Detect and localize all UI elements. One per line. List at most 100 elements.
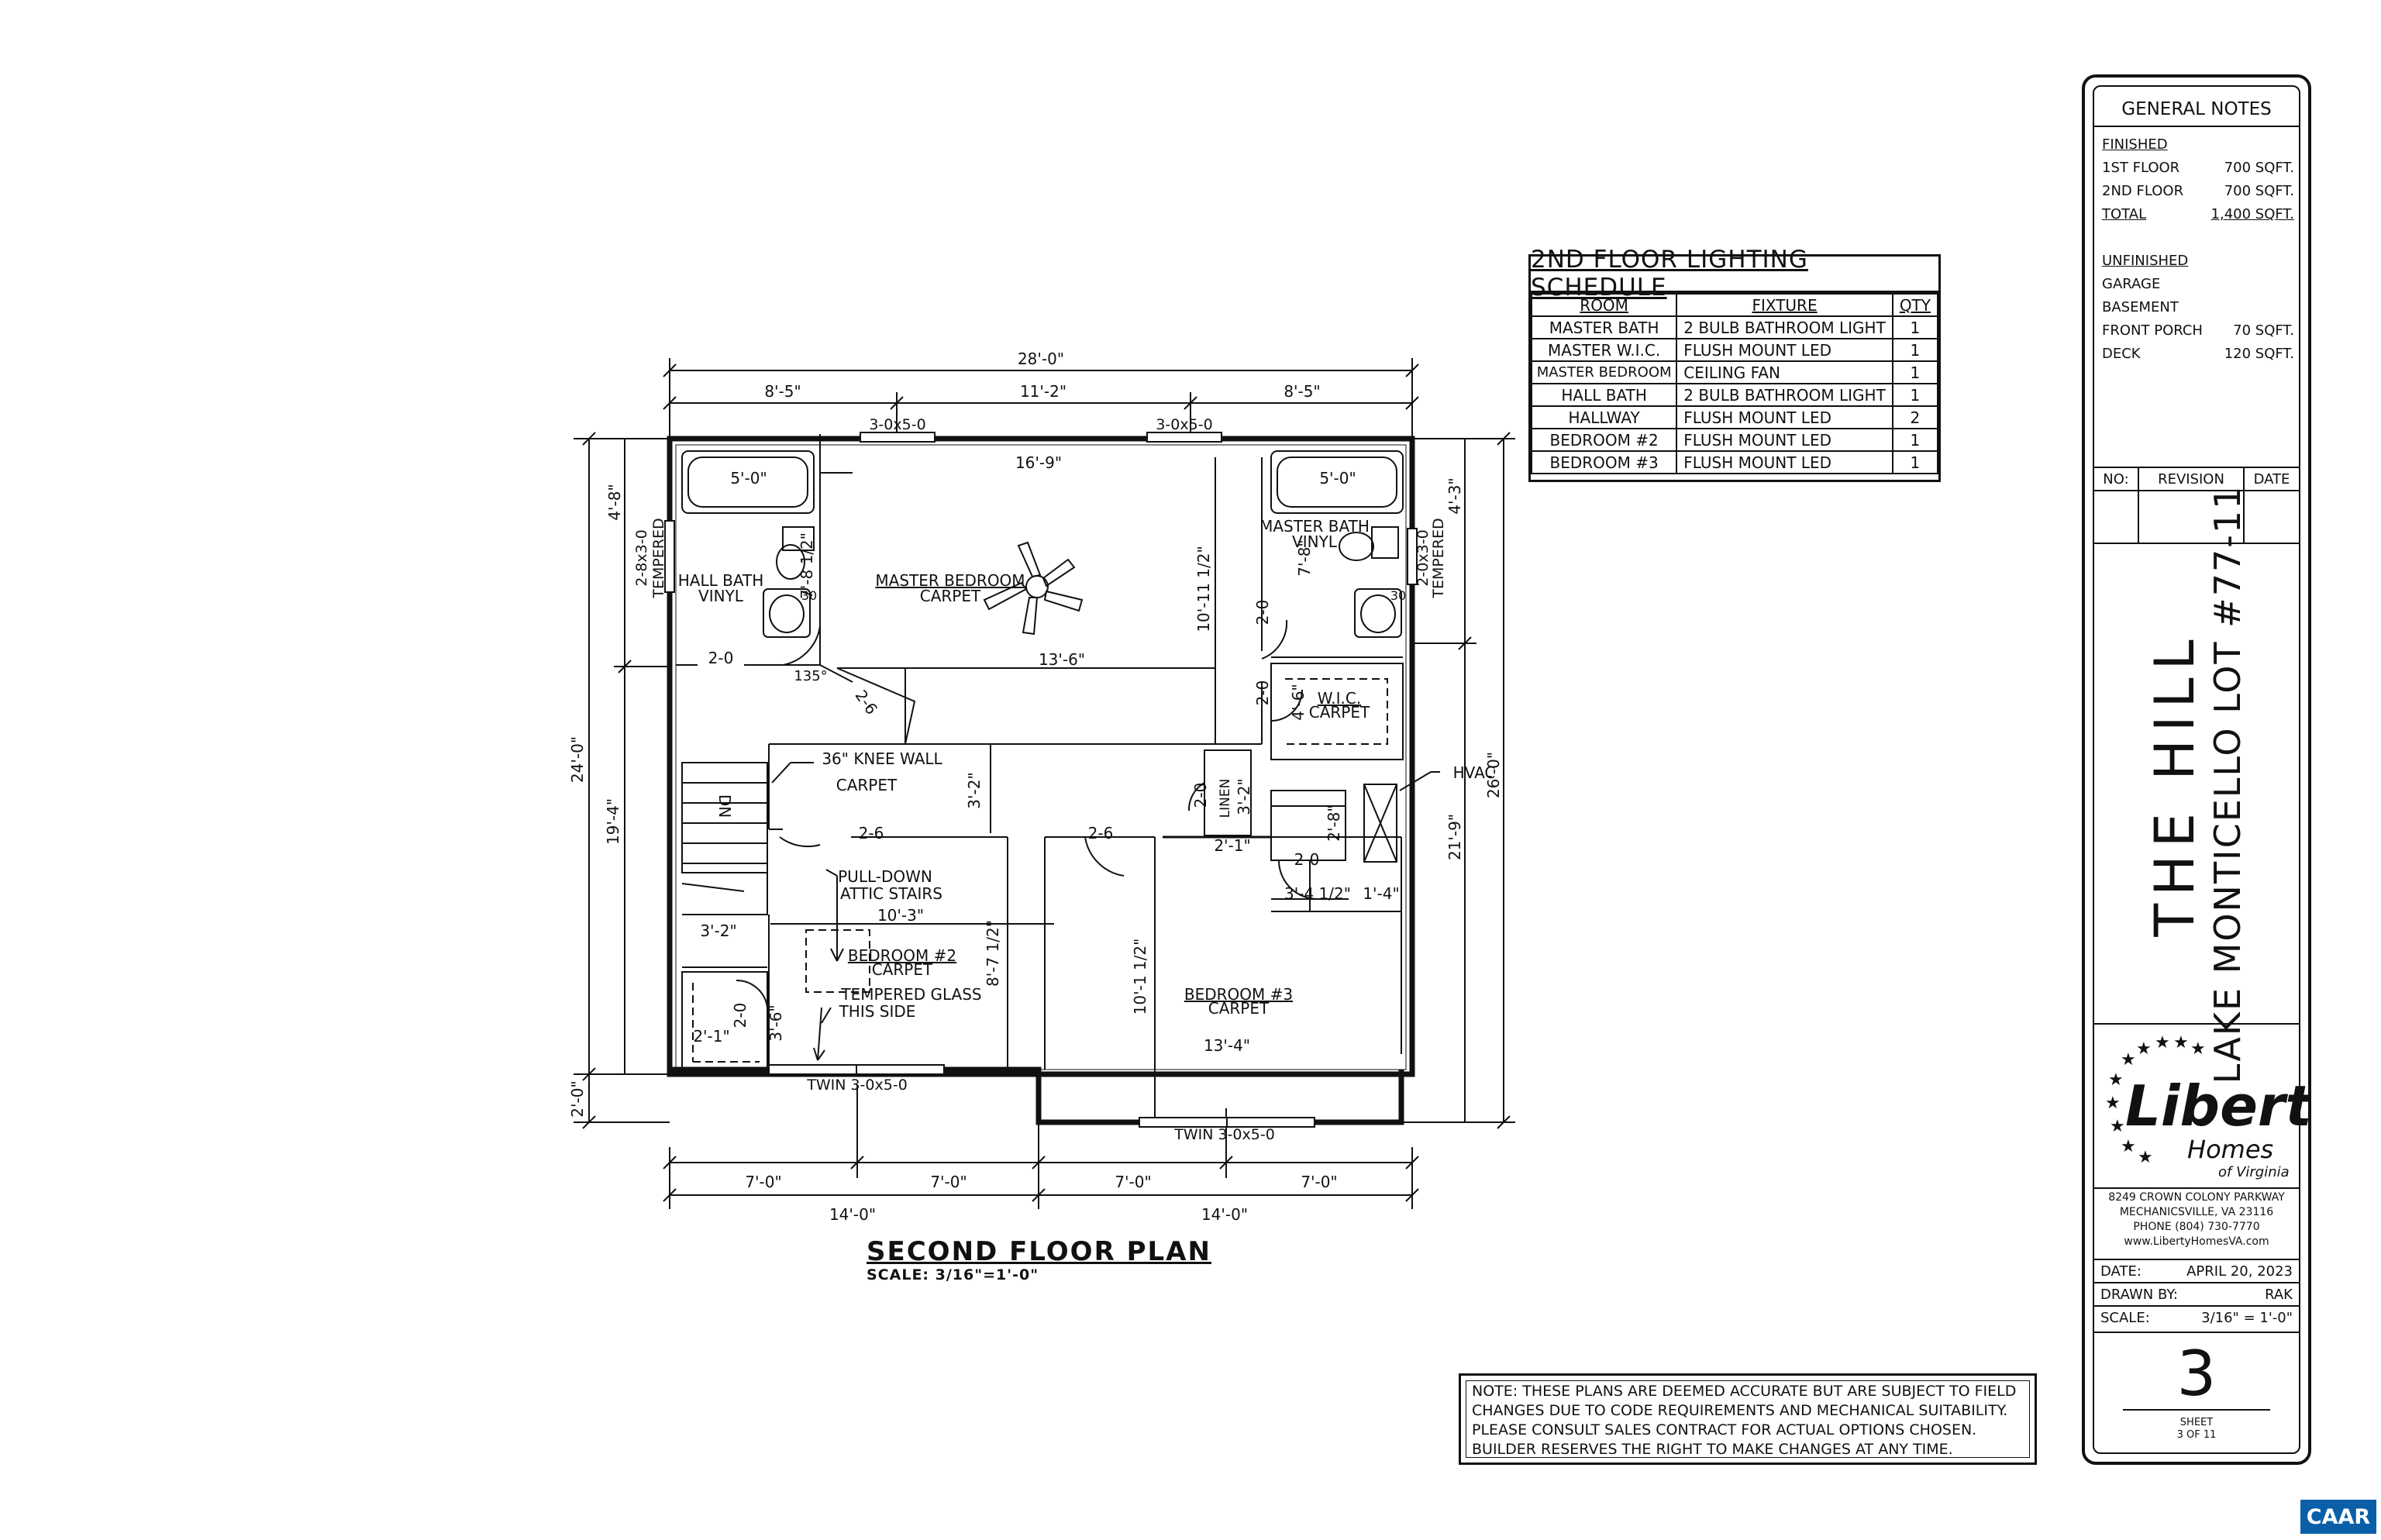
dim-left-mid: 19'-4"	[604, 798, 622, 845]
svg-text:★: ★	[2121, 1137, 2136, 1156]
dim-top-left: 8'-5"	[764, 382, 801, 401]
window-label: 2-0x3-0	[1414, 529, 1432, 586]
schedule-title: 2ND FLOOR LIGHTING SCHEDULE	[1531, 246, 1938, 301]
door-label: 2-0	[708, 649, 734, 667]
revision-label: REVISION	[2139, 468, 2245, 490]
stairs-down-label: DN	[715, 794, 734, 818]
attic-label: PULL-DOWN	[838, 867, 932, 886]
schedule-room: MASTER BATH	[1530, 315, 1678, 339]
schedule-header: QTY	[1891, 293, 1939, 317]
room-finish: CARPET	[1208, 999, 1270, 1018]
table-row: MASTER BEDROOM CEILING FAN 1	[1530, 360, 1939, 384]
svg-text:★: ★	[2136, 1039, 2152, 1059]
table-row: BEDROOM #3 FLUSH MOUNT LED 1	[1530, 450, 1939, 474]
svg-text:★: ★	[2121, 1050, 2136, 1070]
phone: PHONE (804) 730-7770	[2133, 1221, 2260, 1233]
door-label: 2-0	[1253, 600, 1272, 625]
meta-date: DATE:APRIL 20, 2023	[2094, 1259, 2299, 1282]
sheet-label: SHEET	[2179, 1417, 2214, 1428]
room-label-linen: LINEN	[1218, 779, 1233, 818]
dim-right-mid: 21'-9"	[1445, 814, 1464, 860]
door-label: 2-0	[731, 1003, 749, 1028]
project-lot: LAKE MONTICELLO LOT #77-11	[2207, 484, 2248, 1084]
dim-hvac-width: 3'-4 1/2"	[1284, 884, 1351, 903]
room-label-hall-bath: HALL BATH	[678, 571, 763, 590]
general-notes-title: GENERAL NOTES	[2121, 99, 2272, 119]
dim-closet-depth: 3'-6"	[767, 1004, 785, 1041]
door-label: 2-6	[852, 687, 881, 718]
room-label-master-bedroom: MASTER BEDROOM	[875, 571, 1025, 590]
dim-mb-depth: 7'-8"	[1295, 539, 1314, 576]
schedule-header: FIXTURE	[1676, 293, 1893, 317]
ceiling-fan-icon	[983, 541, 1084, 636]
door-label: 2-6	[859, 824, 884, 842]
dim-mb-tub: 5'-0"	[1319, 469, 1356, 487]
svg-text:★: ★	[2173, 1033, 2189, 1053]
dim-closet-width: 2'-1"	[693, 1027, 729, 1046]
door-label: 2-6	[1088, 824, 1114, 842]
schedule-header: ROOM	[1530, 293, 1678, 317]
schedule-qty: 1	[1891, 450, 1939, 474]
dim-mbr-width: 16'-9"	[1015, 453, 1062, 472]
dim-bot-1: 7'-0"	[745, 1173, 781, 1191]
logo-of-text: of Virginia	[2218, 1164, 2290, 1180]
website: www.LibertyHomesVA.com	[2124, 1235, 2269, 1248]
dim-br2-depth: 8'-7 1/2"	[984, 920, 1002, 987]
meta-drawn-by: DRAWN BY:RAK	[2094, 1282, 2299, 1305]
table-row: MASTER W.I.C. FLUSH MOUNT LED 1	[1530, 338, 1939, 362]
schedule-qty: 1	[1891, 428, 1939, 452]
revision-header: NO: REVISION DATE	[2094, 467, 2299, 491]
dim-bot-half-right: 14'-0"	[1201, 1205, 1248, 1224]
plan-scale: SCALE: 3/16"=1'-0"	[867, 1266, 1039, 1283]
schedule-title-text: 2ND FLOOR LIGHTING SCHEDULE	[1531, 246, 1808, 301]
table-row: BEDROOM #2 FLUSH MOUNT LED 1	[1530, 428, 1939, 452]
window-label: 3-0x5-0	[869, 416, 925, 433]
schedule-fixture: 2 BULB BATHROOM LIGHT	[1676, 383, 1893, 407]
exterior-wall-lower	[670, 1066, 1404, 1125]
door-label: 30	[801, 588, 817, 603]
dim-linen-width: 2'-1"	[1214, 836, 1250, 855]
window-label: 3-0x5-0	[1156, 416, 1212, 433]
schedule-qty: 2	[1891, 405, 1939, 429]
meta-scale: SCALE:3/16" = 1'-0"	[2094, 1305, 2299, 1328]
svg-text:★: ★	[2110, 1117, 2125, 1136]
schedule-qty: 1	[1891, 383, 1939, 407]
dim-mbr-depth: 10'-11 1/2"	[1194, 546, 1213, 632]
dim-right-total: 26'-0"	[1484, 752, 1503, 798]
address-line: MECHANICSVILLE, VA 23116	[2119, 1206, 2274, 1218]
table-row: HALLWAY FLUSH MOUNT LED 2	[1530, 405, 1939, 429]
room-label-bedroom-2: BEDROOM #2	[848, 946, 956, 965]
schedule-room: HALLWAY	[1530, 405, 1678, 429]
angle-label: 135°	[794, 668, 827, 684]
note-line: NOTE: THESE PLANS ARE DEEMED ACCURATE BU…	[1472, 1383, 2017, 1400]
sheet-number: 3	[2176, 1338, 2217, 1410]
door-label: 30	[1390, 588, 1406, 603]
door-label: 2-0	[1191, 783, 1210, 808]
room-label-bedroom-3: BEDROOM #3	[1184, 985, 1293, 1004]
dim-hall-width: 13'-6"	[1039, 650, 1085, 669]
window-label: TWIN 3-0x5-0	[806, 1077, 908, 1094]
project-name-panel: THE HILL LAKE MONTICELLO LOT #77-11	[2094, 485, 2299, 1084]
logo-main-text: Liberty	[2125, 1073, 2308, 1139]
schedule-room: MASTER W.I.C.	[1530, 338, 1678, 362]
disclaimer-note: NOTE: THESE PLANS ARE DEEMED ACCURATE BU…	[1459, 1373, 2037, 1465]
schedule-qty: 1	[1891, 360, 1939, 384]
schedule-room: HALL BATH	[1530, 383, 1678, 407]
dim-hb-tub: 5'-0"	[730, 469, 767, 487]
schedule-qty: 1	[1891, 338, 1939, 362]
table-row: MASTER BATH 2 BULB BATHROOM LIGHT 1	[1530, 315, 1939, 339]
dim-hvac-depth: 2'-8"	[1325, 804, 1343, 841]
revision-date: DATE	[2253, 470, 2290, 487]
room-finish: VINYL	[698, 587, 744, 605]
dim-left-total: 24'-0"	[568, 736, 587, 783]
dim-stair-width: 3'-2"	[700, 922, 736, 940]
room-finish: CARPET	[920, 587, 981, 605]
dim-overall-width: 28'-0"	[1018, 350, 1064, 368]
room-finish: CARPET	[1309, 703, 1370, 722]
dim-br3-depth: 10'-1 1/2"	[1131, 939, 1149, 1015]
door-label: 2-0	[1253, 680, 1272, 706]
svg-text:★: ★	[2108, 1070, 2124, 1090]
